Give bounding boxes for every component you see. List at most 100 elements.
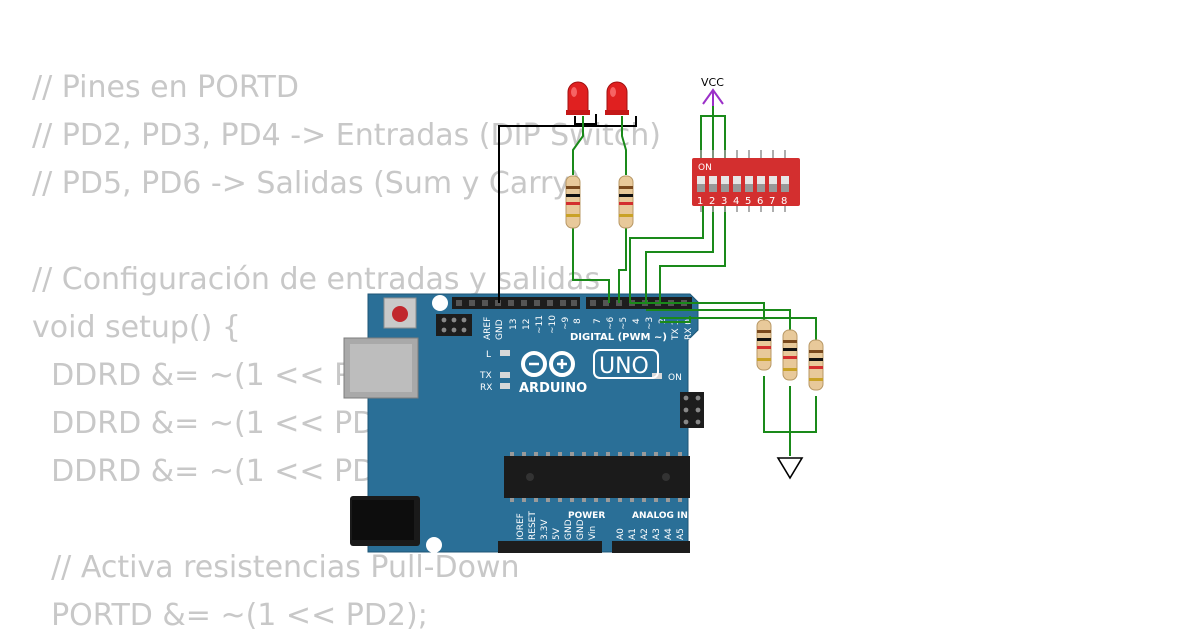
- reset-button[interactable]: [383, 297, 417, 329]
- wire-led1: [572, 116, 584, 175]
- led-l-label: L: [486, 350, 491, 360]
- pin-label: RESET: [528, 511, 538, 540]
- pin-label: ~3: [645, 317, 655, 330]
- pin-label: AREF: [483, 317, 493, 340]
- dip-number: 3: [721, 196, 727, 207]
- power-jack: [350, 496, 420, 546]
- arduino-logo-icon: [521, 351, 575, 377]
- power-header: [498, 541, 602, 553]
- pin-label: A3: [652, 528, 662, 540]
- resistor-pulldown2[interactable]: [782, 329, 798, 381]
- dip-number: 8: [781, 196, 787, 207]
- code-line: // PD2, PD3, PD4 -> Entradas (DIP Switch…: [32, 118, 661, 153]
- code-line: // PD5, PD6 -> Salidas (Sum y Carry): [32, 166, 582, 201]
- resistor-led2[interactable]: [618, 175, 634, 229]
- wire-dip2: [645, 206, 714, 303]
- pin-label: GND: [495, 319, 505, 340]
- code-line: // Configuración de entradas y salidas: [32, 262, 601, 297]
- dip-on-label: ON: [698, 163, 712, 173]
- wire-gnd: [498, 116, 637, 303]
- pin-label: ~6: [606, 316, 616, 330]
- pin-label: 3.3V: [540, 519, 550, 540]
- pin-label: RX 0: [684, 319, 694, 340]
- vcc-symbol: VCC: [701, 76, 724, 106]
- pin-label: GND: [576, 519, 586, 540]
- mounting-hole: [426, 537, 442, 553]
- wire-led2: [621, 116, 627, 175]
- code-line: PORTD &= ~(1 << PD2);: [32, 598, 428, 633]
- dip-number: 6: [757, 196, 763, 207]
- wire-led1-pin: [572, 228, 610, 303]
- mounting-hole: [689, 373, 703, 387]
- digital-label: DIGITAL (PWM ~): [570, 332, 667, 343]
- pin-label: A4: [664, 528, 674, 540]
- wire-led2-pin: [618, 228, 627, 303]
- power-pin-labels: IOREF RESET 3.3V 5V GND GND Vin: [516, 511, 598, 540]
- dip-number: 1: [697, 196, 703, 207]
- pin-label: 12: [522, 319, 532, 330]
- power-label: POWER: [568, 511, 605, 521]
- model-badge: [593, 349, 659, 379]
- code-line: DDRD &= ~(1 << PD3);: [32, 406, 417, 441]
- vcc-label: VCC: [701, 76, 724, 89]
- usb-connector: [343, 337, 419, 399]
- pin-label: A5: [676, 528, 686, 540]
- pin-label: A2: [640, 528, 650, 540]
- pin-label: IOREF: [516, 513, 526, 540]
- brand-label: ARDUINO: [519, 381, 587, 396]
- dip-number: 7: [769, 196, 775, 207]
- digital-pin-labels-left: AREF GND 13 12 ~11 ~10 ~9 8: [483, 315, 583, 340]
- pin-label: ~5: [619, 317, 629, 330]
- pin-label: 5V: [552, 527, 562, 540]
- wire-vcc: [700, 104, 714, 158]
- code-line: // Activa resistencias Pull-Down: [32, 550, 520, 585]
- dip-number: 5: [745, 196, 751, 207]
- led-tx-label: TX: [479, 371, 492, 381]
- wire-dip1: [629, 206, 704, 303]
- led-red[interactable]: [566, 81, 590, 115]
- pin-label: 4: [632, 318, 642, 324]
- dip-number: 2: [709, 196, 715, 207]
- pin-label: GND: [564, 519, 574, 540]
- pin-label: Vin: [588, 526, 598, 540]
- model-label: UNO: [599, 354, 649, 379]
- atmega-chip: [504, 452, 690, 502]
- dip-number: 4: [733, 196, 739, 207]
- pin-label: ~9: [561, 316, 571, 330]
- pin-label: A1: [628, 528, 638, 540]
- wire-dip3: [659, 206, 726, 303]
- code-line: // Pines en PORTD: [32, 70, 299, 105]
- icsp-header: [436, 314, 472, 336]
- code-line: void setup() {: [32, 310, 241, 345]
- analog-label: ANALOG IN: [632, 511, 688, 521]
- ground-symbol-icon: [776, 457, 804, 480]
- wire-pulldown3: [660, 317, 817, 340]
- wire-led-cathode: [574, 114, 597, 125]
- mounting-hole: [689, 513, 703, 527]
- dip-switch[interactable]: ON 1 2 3 4 5 6 7 8: [692, 150, 800, 212]
- code-background: // Pines en PORTD // PD2, PD3, PD4 -> Ent…: [32, 64, 661, 640]
- wire-pulldown-extra: [660, 316, 691, 323]
- arduino-uno-board[interactable]: AREF GND 13 12 ~11 ~10 ~9 8 7 ~6 ~5 4 ~3…: [343, 293, 704, 553]
- wire-vcc: [713, 115, 726, 158]
- led-red[interactable]: [605, 81, 629, 115]
- pin-label: ~11: [535, 315, 545, 334]
- resistor-pulldown3[interactable]: [808, 339, 824, 391]
- resistor-led1[interactable]: [565, 175, 581, 229]
- pin-label: 8: [573, 318, 583, 324]
- vcc-arrow-icon: [702, 88, 724, 106]
- analog-pin-labels: A0 A1 A2 A3 A4 A5: [616, 528, 686, 540]
- analog-header: [612, 541, 690, 553]
- pin-label: 7: [593, 318, 603, 324]
- pin-label: 13: [509, 319, 519, 330]
- icsp2-header: [680, 392, 704, 428]
- mounting-hole: [432, 295, 448, 311]
- on-led-label: ON: [668, 373, 682, 383]
- wire-pulldown2: [646, 309, 791, 330]
- pin-label: ~10: [548, 315, 558, 334]
- pin-label: TX 1: [671, 320, 681, 341]
- resistor-pulldown1[interactable]: [756, 319, 772, 371]
- wire-pulldown1: [630, 302, 765, 320]
- pin-label: A0: [616, 528, 626, 540]
